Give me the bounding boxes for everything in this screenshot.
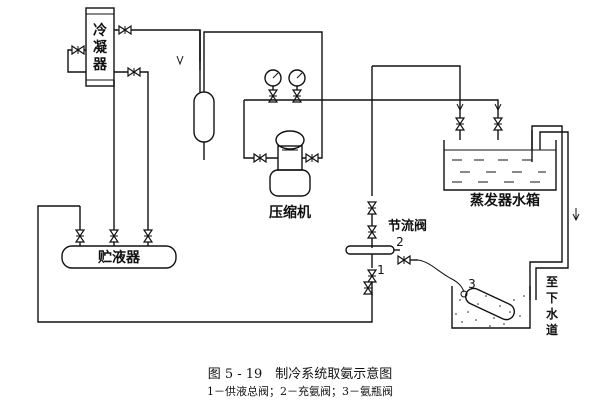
ammonia-cylinder-bath: 3 [417, 259, 531, 329]
separator-vessel [176, 30, 323, 160]
condenser-label-2: 凝 [93, 40, 108, 56]
figure-title: 图 5 - 19 制冷系统取氨示意图 [208, 366, 393, 382]
throttle-section: 节流阀 2 1 [37, 66, 427, 323]
valve-1-number: 1 [377, 263, 385, 277]
throttle-valve-label: 节流阀 [388, 218, 427, 234]
drain-pipe: 至 下 水 道 [529, 125, 580, 337]
valve-3-number: 3 [468, 277, 476, 291]
compressor: 压缩机 [243, 100, 323, 221]
condenser-piping [67, 25, 201, 228]
drain-label-1: 至 [546, 275, 558, 289]
evaporator-label: 蒸发器水箱 [470, 192, 540, 209]
compressor-label: 压缩机 [269, 204, 311, 221]
condenser-label-1: 冷 [93, 22, 107, 39]
receiver-label: 贮液器 [97, 249, 141, 266]
condenser-label-3: 器 [92, 57, 108, 73]
pressure-gauges [244, 69, 322, 103]
drain-label-4: 道 [546, 322, 558, 337]
evaporator-tank: 蒸发器水箱 [322, 65, 557, 209]
condenser: 冷 凝 器 [85, 7, 115, 87]
receiver: 贮液器 [61, 206, 177, 269]
figure-legend: 1－供液总阀；2－充氨阀；3－氨瓶阀 [207, 384, 393, 398]
drain-label-2: 下 [546, 291, 558, 305]
drain-label-3: 水 [546, 306, 559, 321]
valve-2-number: 2 [396, 235, 404, 249]
